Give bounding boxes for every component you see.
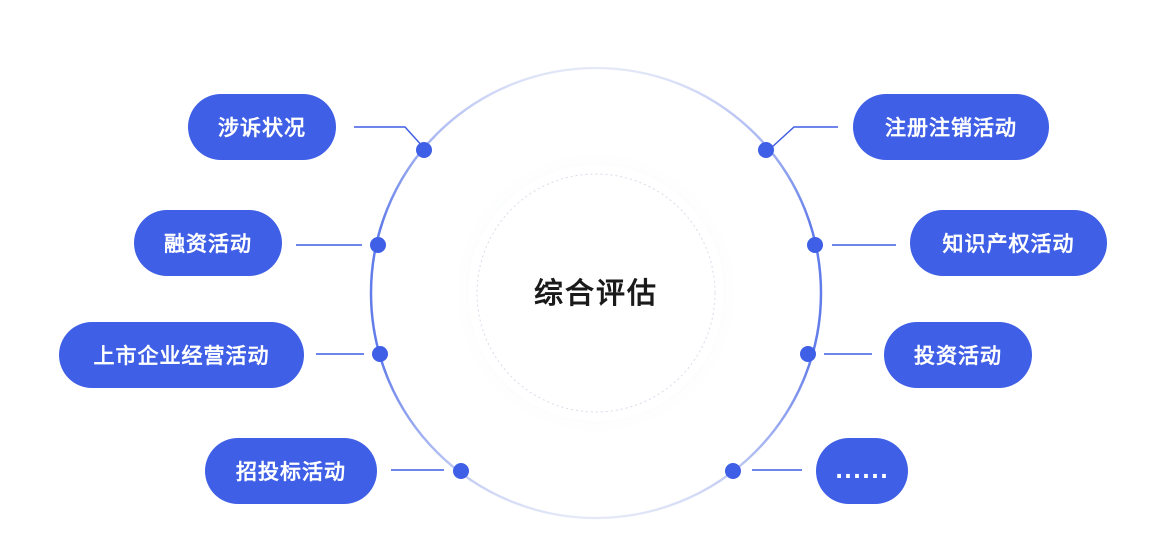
inner-dashed-ring [476,173,716,413]
connector-dot [758,142,774,158]
ring-arc-right [595,66,823,520]
ring-arc-left [369,66,597,520]
left-item-lawsuit[interactable]: 涉诉状况 [188,94,336,160]
connector-dot [416,142,432,158]
connectors-left [296,126,469,479]
left-item-listed-operation[interactable]: 上市企业经营活动 [59,322,304,388]
inner-circle [468,165,724,421]
connector-line [354,126,425,149]
right-item-more[interactable]: ...... [816,438,908,504]
connector-dot [372,346,388,362]
connector-line [770,126,838,149]
left-item-bidding[interactable]: 招投标活动 [205,438,377,504]
right-item-investment[interactable]: 投资活动 [884,322,1032,388]
center-title: 综合评估 [533,276,658,310]
connector-dot [725,463,741,479]
right-item-registration[interactable]: 注册注销活动 [853,94,1049,160]
connector-dot [370,237,386,253]
connector-dot [453,463,469,479]
right-item-ip[interactable]: 知识产权活动 [910,210,1107,276]
left-item-financing[interactable]: 融资活动 [134,210,282,276]
connectors-right [725,126,896,479]
connector-dot [807,237,823,253]
connector-dot [800,346,816,362]
